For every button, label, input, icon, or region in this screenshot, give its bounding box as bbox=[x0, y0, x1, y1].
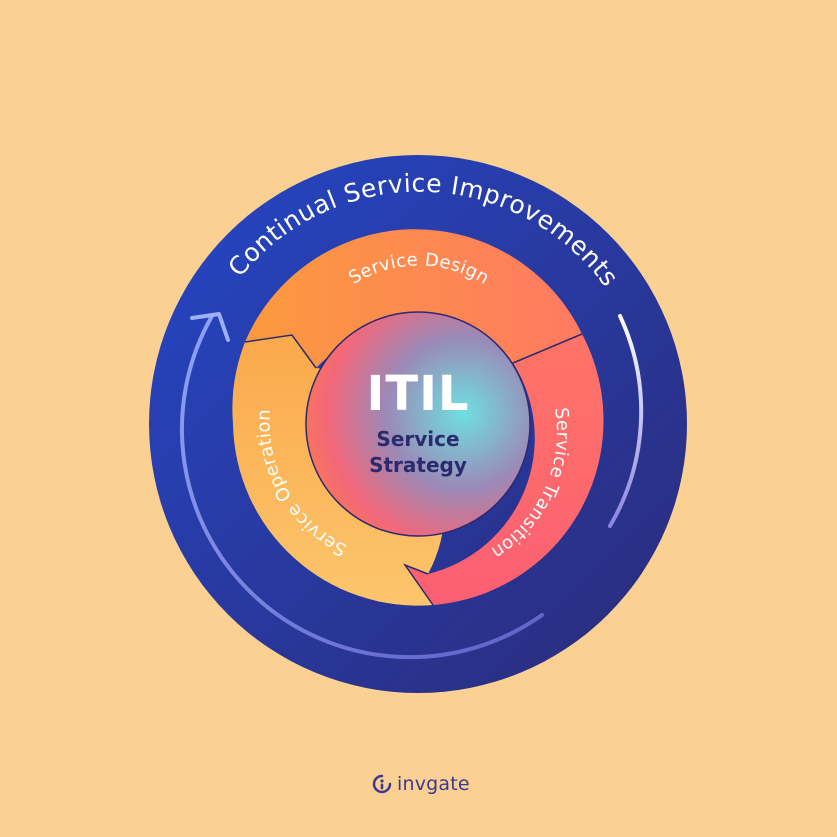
invgate-logo-icon bbox=[372, 774, 392, 794]
center-title: ITIL bbox=[366, 366, 469, 422]
brand-name: invgate bbox=[397, 773, 470, 795]
cycle-arrowhead-icon bbox=[190, 312, 230, 342]
cycle-arrow-right bbox=[608, 314, 644, 528]
brand-logo: invgate bbox=[372, 771, 470, 797]
cycle-arrow-left bbox=[180, 314, 544, 660]
center-subtitle-line1: Service bbox=[376, 427, 459, 451]
center-subtitle-line2: Strategy bbox=[369, 453, 467, 477]
segment-service-transition bbox=[405, 334, 604, 605]
segment-divider-lines bbox=[244, 333, 583, 606]
center-circle bbox=[305, 311, 531, 537]
segment-service-design bbox=[245, 229, 582, 368]
